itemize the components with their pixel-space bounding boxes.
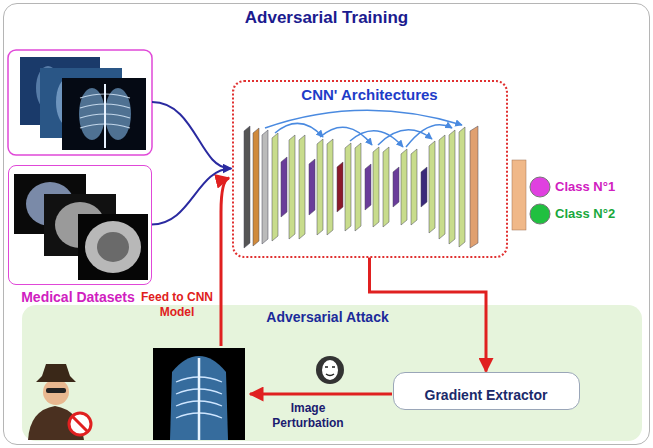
cnn-box: CNN' Architectures: [232, 80, 508, 258]
gradient-extractor-box: Gradient Extractor: [393, 372, 580, 410]
skip-connections: [265, 110, 462, 147]
mri-brain: [85, 221, 141, 273]
xray-stack: [8, 50, 152, 155]
layer-slab: [345, 143, 351, 231]
arrow-label: Image Perturbation: [262, 401, 354, 431]
layer-slab: [401, 149, 407, 225]
layer-slab: [327, 139, 333, 235]
attack-band-fill: [22, 305, 642, 441]
layer-slab: [459, 127, 465, 247]
hacker-icon: [316, 356, 344, 384]
layer-slab: [373, 147, 379, 227]
layer-slab: [393, 167, 399, 207]
node-text: Medical Datasets: [6, 289, 151, 305]
skip-arrow: [378, 130, 432, 145]
xray-image: [153, 348, 245, 440]
layer-slab: [449, 130, 455, 244]
layer-slab: [317, 139, 323, 235]
layer-slab: [365, 164, 371, 210]
cnn-layers: [244, 126, 478, 248]
xray-spine: [104, 84, 106, 148]
connector-arrow: [152, 169, 232, 225]
training-frame: Adversarial TrainingMedical Datasets CNN'…: [3, 3, 650, 445]
perturbation-arrow: [250, 393, 392, 396]
layer-slab: [421, 167, 427, 207]
hacker-hood: [316, 356, 344, 384]
skip-arrow: [265, 110, 462, 128]
perturbed-xray: [153, 348, 245, 440]
node-text: Gradient Extractor: [425, 387, 548, 403]
arrow-label: Feed to CNN Model: [138, 290, 216, 320]
attacker-icon: [28, 364, 91, 440]
layer-slab: [262, 130, 268, 244]
mri-stack: [14, 174, 148, 280]
layer-slab: [244, 126, 250, 248]
layer-slab: [439, 135, 445, 239]
node-text: CNN' Architectures: [234, 86, 506, 103]
class-dot: [530, 177, 550, 197]
node-text: Adversarial Training: [4, 8, 649, 28]
skip-arrow: [406, 125, 452, 147]
layer-slab: [309, 159, 315, 215]
layer-slab: [470, 126, 478, 248]
layer-slab: [355, 143, 361, 231]
feed-arrow: [221, 178, 229, 346]
mri-brain-core: [97, 232, 129, 262]
xray-torso: [170, 356, 228, 440]
attacker-head: [43, 379, 69, 405]
forbidden-slash: [73, 417, 87, 431]
layer-slab: [299, 135, 305, 239]
forbidden-sign: [69, 413, 91, 435]
xray-image: [62, 78, 146, 150]
attacker-glasses: [46, 388, 66, 393]
hacker-face: [325, 367, 335, 376]
output-layer: [512, 160, 526, 230]
dataset-panel: Medical Datasets: [8, 165, 152, 285]
layer-slab: [429, 141, 435, 233]
dataset-panel-frame: [8, 50, 152, 155]
class-dot: [530, 204, 550, 224]
layer-slab: [383, 147, 389, 227]
attacker-hat: [36, 364, 76, 382]
class-label: Class N°2: [555, 206, 615, 222]
layer-slab: [253, 128, 259, 246]
mri-image: [78, 214, 148, 280]
skip-arrow: [275, 123, 323, 137]
hacker-mask: [322, 360, 338, 380]
skip-arrow: [320, 127, 372, 145]
layer-slab: [272, 133, 278, 241]
xray-spine: [198, 358, 201, 440]
layer-slab: [337, 162, 343, 212]
layer-slab: [281, 157, 287, 217]
dataset-feed-line: [152, 102, 229, 168]
layer-slab: [411, 149, 417, 225]
layer-slab: [289, 135, 295, 239]
class-label: Class N°1: [555, 179, 615, 195]
